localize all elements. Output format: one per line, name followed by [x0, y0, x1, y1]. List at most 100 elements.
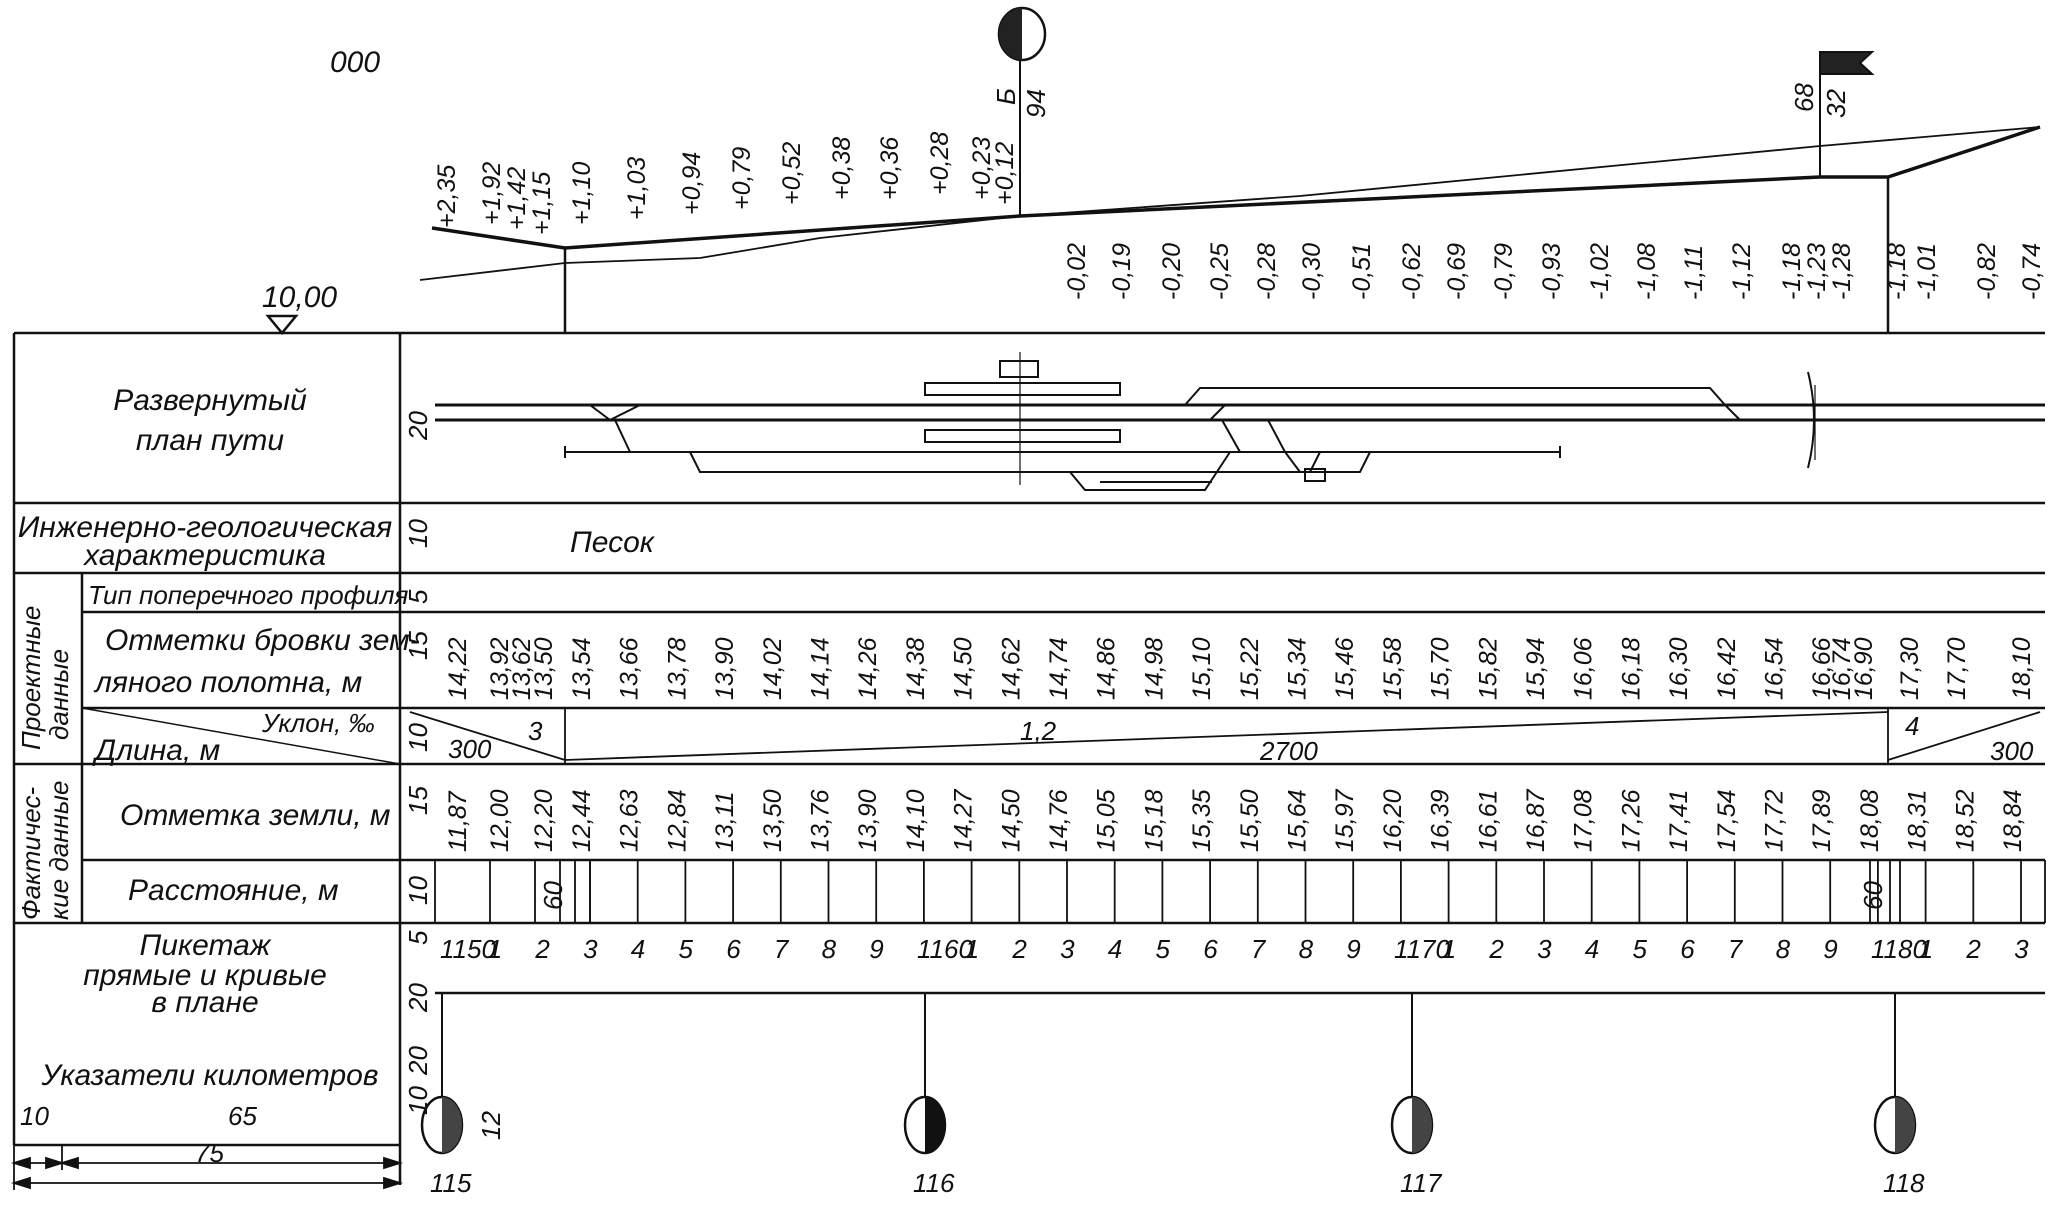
- ground-mark: 14,76: [1045, 789, 1073, 852]
- segment-3-length: 300: [1990, 736, 2034, 766]
- actual-group-label-2: кие данные: [44, 781, 74, 920]
- piket-label: 5: [1633, 934, 1648, 964]
- fill-heights: +2,35+1,92+1,42+1,15+1,10+1,03+0,94+0,79…: [433, 132, 1019, 235]
- track-plan-schematic: [435, 352, 2045, 491]
- piket-label: 1: [488, 934, 502, 964]
- piket-label: 7: [1728, 934, 1744, 964]
- distance-special-1: 60: [538, 881, 568, 910]
- cut-depth-label: -0,51: [1348, 243, 1376, 300]
- fill-height-label: +1,10: [568, 162, 596, 225]
- dim-mid: 65: [228, 1101, 257, 1131]
- slope-label: Уклон, ‰: [261, 708, 374, 738]
- cut-depth-label: -0,02: [1063, 243, 1091, 300]
- gradient-segments: [409, 708, 2041, 764]
- fill-height-label: +0,94: [678, 152, 706, 215]
- piket-label: 4: [1585, 934, 1599, 964]
- subgrade-mark: 13,66: [616, 637, 644, 700]
- piket-label: 5: [1156, 934, 1171, 964]
- distance-special-2: 60: [1858, 881, 1888, 910]
- piket-label: 3: [1060, 934, 1075, 964]
- piket-label: 2: [1011, 934, 1027, 964]
- geology-label-2: характеристика: [82, 539, 326, 572]
- fill-height-label: +2,35: [433, 165, 461, 228]
- subgrade-label-1: Отметки бровки зем-: [105, 624, 420, 657]
- subgrade-height: 15: [403, 631, 433, 660]
- ground-mark: 16,20: [1379, 789, 1407, 852]
- ground-mark: 17,72: [1761, 789, 1789, 852]
- subgrade-mark: 16,54: [1761, 637, 1789, 700]
- cut-depth-label: -0,93: [1538, 243, 1566, 300]
- subgrade-mark: 16,18: [1617, 637, 1645, 700]
- subgrade-label-2: ляного полотна, м: [93, 666, 362, 699]
- ground-mark: 17,41: [1665, 789, 1693, 852]
- ground-mark: 13,11: [711, 791, 739, 852]
- subgrade-mark: 14,86: [1093, 637, 1121, 700]
- dimension-lines: [10, 1145, 404, 1190]
- datum-triangle-icon: [265, 314, 299, 335]
- subgrade-mark: 13,92: [486, 637, 514, 700]
- design-grade-line: [431, 125, 2041, 250]
- ground-mark: 12,00: [486, 789, 514, 852]
- length-label: Длина, м: [92, 734, 220, 767]
- ground-mark: 12,20: [530, 789, 558, 852]
- ground-mark: 15,64: [1284, 789, 1312, 852]
- subgrade-mark: 14,22: [444, 637, 472, 700]
- cut-depth-label: -1,01: [1913, 243, 1941, 300]
- piket-label: 7: [1251, 934, 1267, 964]
- cut-depth-label: -1,11: [1680, 245, 1708, 300]
- piketage-label: Пикетаж: [140, 929, 272, 962]
- fill-height-label: +1,03: [623, 157, 651, 220]
- ground-mark: 14,27: [950, 788, 978, 852]
- ground-mark: 18,08: [1856, 789, 1884, 852]
- fill-height-label: +0,38: [828, 137, 856, 200]
- subgrade-mark: 14,74: [1045, 637, 1073, 700]
- piket-label: 6: [1680, 934, 1695, 964]
- subgrade-mark: 14,02: [759, 637, 787, 700]
- piket-label: 2: [1965, 934, 1981, 964]
- ground-mark: 14,50: [997, 789, 1025, 852]
- project-group-label-2: данные: [44, 649, 74, 740]
- distance-label: Расстояние, м: [128, 874, 339, 907]
- geology-height: 10: [403, 519, 433, 548]
- subgrade-mark: 14,14: [807, 637, 835, 700]
- ground-mark: 11,87: [444, 790, 472, 852]
- cut-depth-label: -0,82: [1973, 243, 2001, 300]
- piket-label: 1160: [917, 934, 973, 964]
- cut-depth-label: -0,79: [1490, 243, 1518, 300]
- cut-depth-label: -0,62: [1398, 243, 1426, 300]
- cut-depth-label: -1,18: [1778, 243, 1806, 300]
- piket-label: 6: [726, 934, 741, 964]
- flag-signal-icon: [1819, 51, 1875, 75]
- fill-height-label: +0,52: [778, 142, 806, 205]
- distance-ticks: [434, 860, 2046, 923]
- subgrade-mark: 15,46: [1331, 637, 1359, 700]
- ground-mark: 15,97: [1331, 788, 1359, 852]
- subgrade-mark: 15,22: [1236, 637, 1264, 700]
- piket-label: 1: [965, 934, 979, 964]
- ground-line: [419, 126, 2041, 281]
- subgrade-mark: 14,26: [854, 637, 882, 700]
- subgrade-mark: 15,82: [1474, 637, 1502, 700]
- km-height-b: 10: [403, 1086, 433, 1115]
- track-plan-label-1: Развернутый: [113, 384, 307, 417]
- subgrade-mark: 14,98: [1140, 637, 1168, 700]
- km-post-icon: [420, 993, 464, 1155]
- ground-mark: 18,84: [1999, 789, 2027, 852]
- subgrade-mark: 16,30: [1665, 637, 1693, 700]
- km-height-a: 20: [403, 1046, 433, 1076]
- segment-2-slope: 1,2: [1020, 716, 1057, 746]
- km-post-label: 118: [1883, 1168, 1925, 1198]
- piketage-label-3: в плане: [151, 986, 258, 1019]
- first-post-side: 12: [476, 1111, 506, 1140]
- subgrade-mark: 15,70: [1427, 637, 1455, 700]
- piket-label: 3: [583, 934, 598, 964]
- subgrade-mark: 16,74: [1828, 637, 1856, 700]
- signal-marker-lower: 32: [1821, 89, 1851, 118]
- piket-label: 4: [1108, 934, 1122, 964]
- subgrade-mark: 16,06: [1570, 637, 1598, 700]
- cut-depth-label: -0,30: [1298, 243, 1326, 300]
- cut-depths: -0,02-0,19-0,20-0,25-0,28-0,30-0,51-0,62…: [1063, 243, 2046, 300]
- cut-depth-label: -0,19: [1108, 243, 1136, 300]
- fill-height-label: +1,42: [503, 167, 531, 230]
